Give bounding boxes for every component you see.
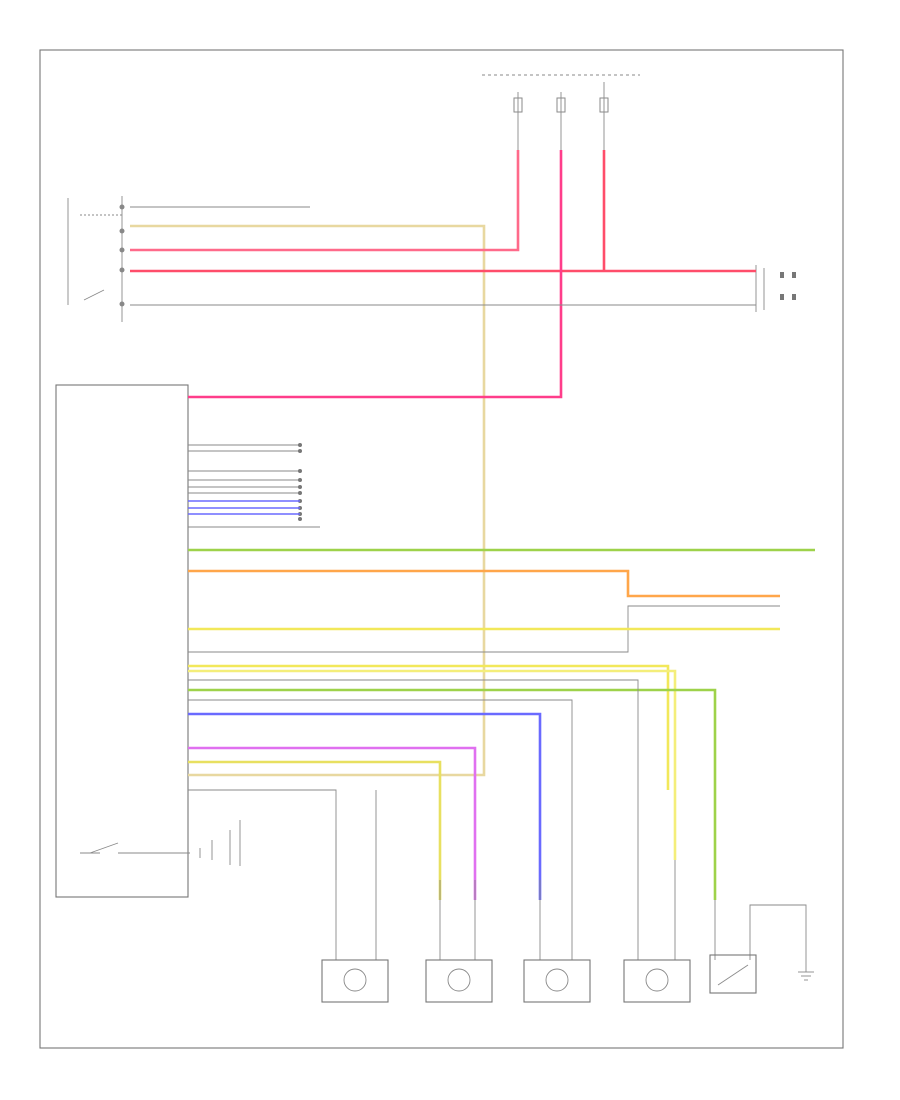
brake-switch-upper (67, 196, 125, 322)
control-module-box (55, 384, 189, 898)
fuse-right (599, 97, 609, 113)
wire-grey-lf (188, 789, 337, 880)
wire-yellow-sensor (188, 664, 670, 790)
wire-grey-mid (188, 699, 573, 880)
fuse-mid (556, 97, 566, 113)
sensor-connector-ticks (335, 790, 807, 960)
wire-yellow-sensor-b (188, 669, 677, 860)
wire-pink-fuse-left (130, 150, 520, 252)
wire-grey-sensor-rf (188, 679, 639, 790)
connector-right-upper (755, 265, 796, 312)
diagram-border (39, 49, 844, 1049)
sensor-right-rear (623, 959, 691, 1003)
wire-tan-main (130, 224, 486, 777)
module-pin-stubs (188, 443, 320, 528)
ground-symbol (798, 960, 814, 981)
fuse-left (513, 97, 523, 113)
wire-violet (188, 746, 477, 900)
wire-blue-sensor (188, 712, 542, 900)
brake-fluid-switch (709, 954, 757, 994)
sensor-left-rear (523, 959, 591, 1003)
wire-orange (188, 569, 780, 598)
wire-pink-module-feed (188, 150, 563, 399)
fuse-block (482, 74, 640, 150)
sensor-right-front (425, 959, 493, 1003)
wire-green-switch (188, 688, 717, 900)
module-switch (80, 820, 241, 866)
sensor-left-front (321, 959, 389, 1003)
wire-yellow-lf (188, 760, 442, 900)
